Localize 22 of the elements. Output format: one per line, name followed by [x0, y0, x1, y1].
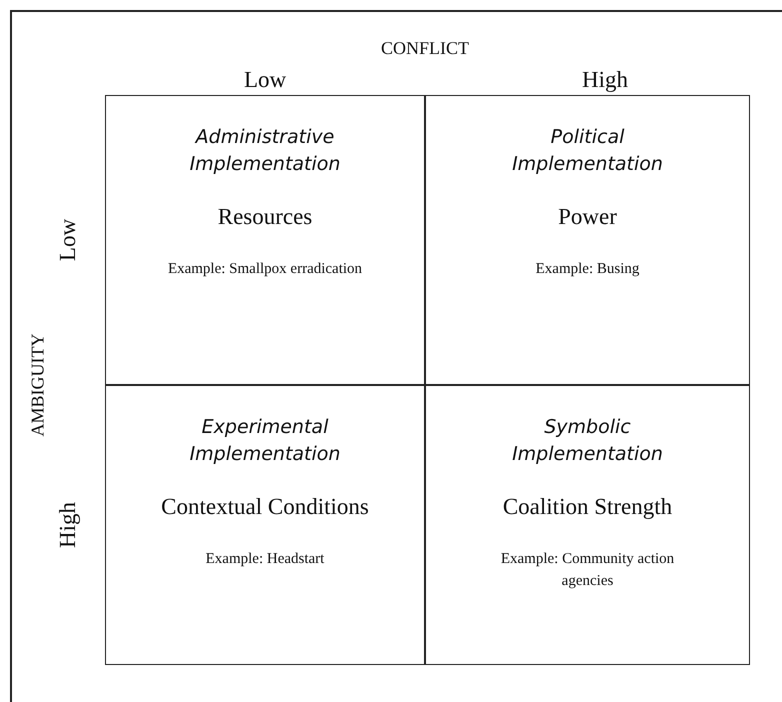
heading: Symbolic Implementation [511, 415, 664, 467]
heading: Political Implementation [511, 125, 664, 177]
factor: Power [558, 204, 617, 230]
axis-title: CONFLICT [381, 38, 470, 58]
matrix-quadrant [425, 385, 750, 665]
row-label: Low [55, 218, 81, 262]
example-text: Example: Community action agencies [500, 550, 676, 591]
factor: Resources [218, 204, 312, 230]
axis-title: AMBIGUITY [28, 334, 48, 436]
heading: Experimental Implementation [188, 415, 342, 467]
example-text: Example: Smallpox erradication [166, 260, 364, 279]
matrix-quadrant [105, 95, 425, 385]
factor: Contextual Conditions [161, 494, 369, 520]
column-label: Low [244, 67, 286, 93]
column-label: High [582, 67, 628, 93]
row-label: High [55, 502, 81, 548]
example-text: Example: Busing [534, 260, 640, 279]
heading: Administrative Implementation [188, 125, 342, 177]
example-text: Example: Headstart [204, 550, 326, 569]
factor: Coalition Strength [502, 494, 672, 520]
matrix-quadrant [425, 95, 750, 385]
matrix-quadrant [105, 385, 425, 665]
